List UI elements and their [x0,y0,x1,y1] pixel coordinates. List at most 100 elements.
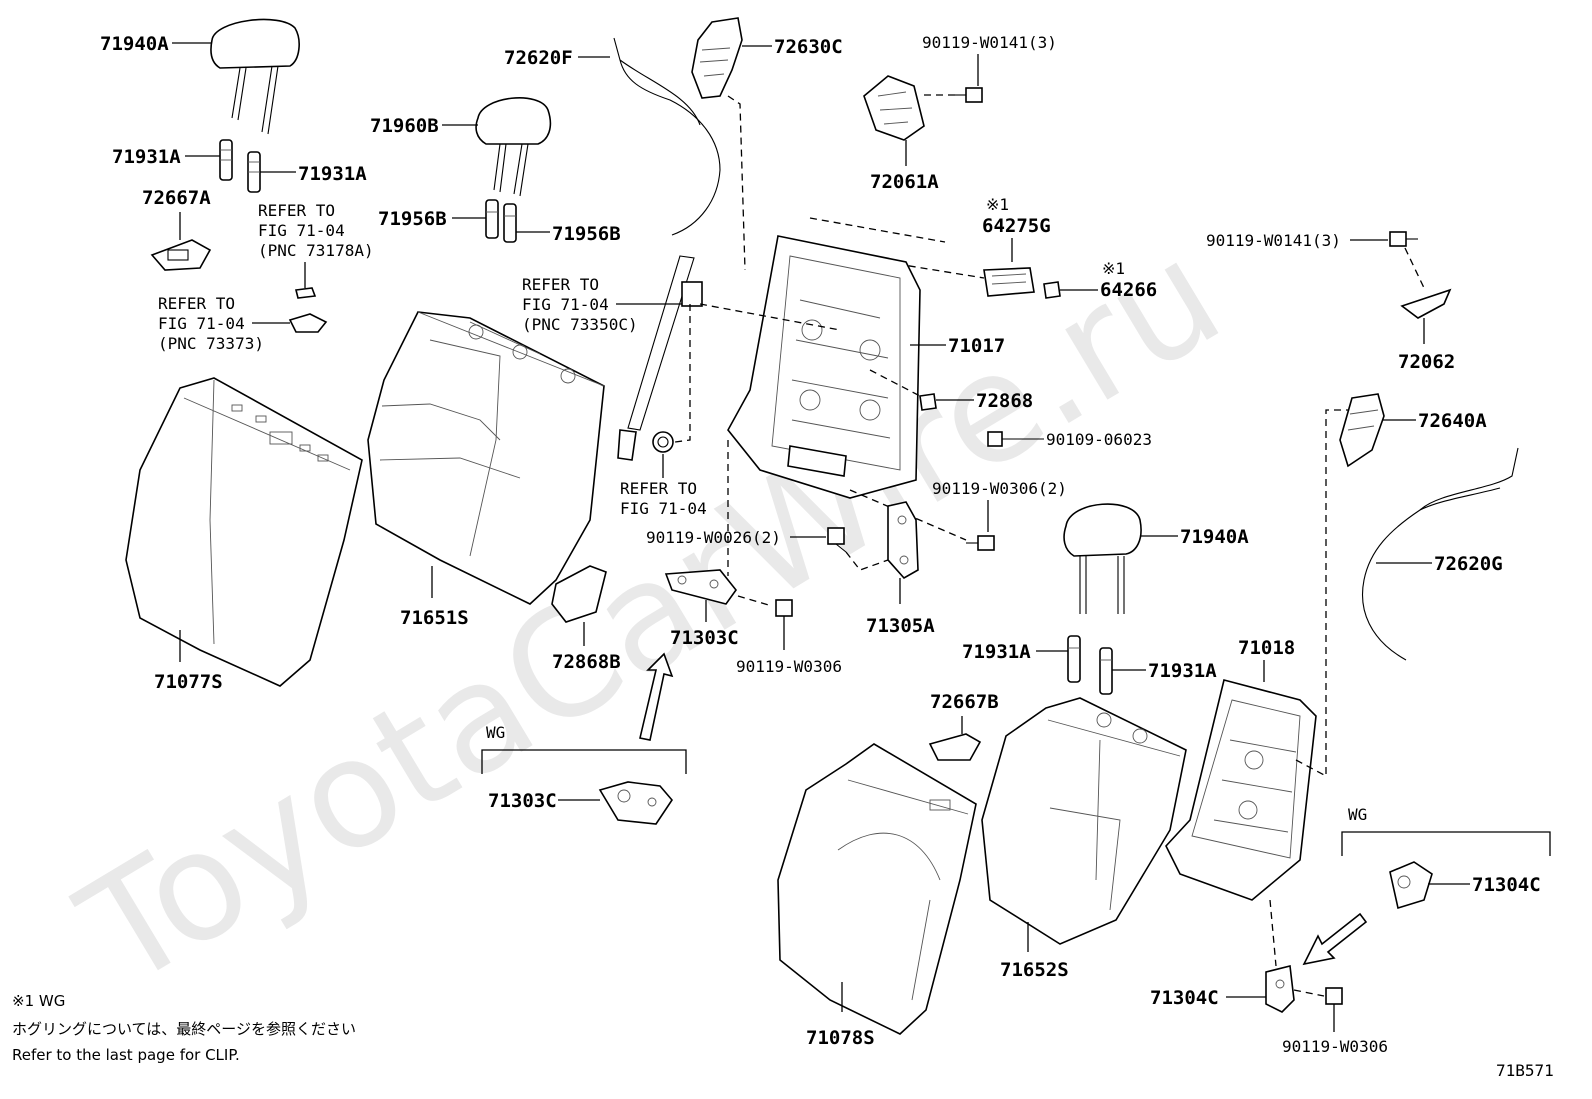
label-71304c-main: 71304C [1150,987,1219,1009]
nut-refer-4[interactable] [652,431,674,453]
headrest-71940a-top[interactable] [210,18,300,135]
refer-3-line3: (PNC 73350C) [522,315,638,334]
refer-1-line1: REFER TO [258,201,335,220]
bolt-90119-w0306-bottom[interactable] [1325,987,1343,1005]
label-72667b: 72667B [930,691,999,713]
label-71940a-right: 71940A [1180,526,1249,548]
label-71078s: 71078S [806,1027,875,1049]
label-64275g: 64275G [982,215,1051,237]
hinge-71303c-wg[interactable] [598,781,674,825]
bolt-90119-w0026-2[interactable] [827,527,847,553]
label-71931a-r1: 71931A [962,641,1031,663]
refer-4-line2: FIG 71-04 [620,499,707,518]
label-71931a-l1: 71931A [112,146,181,168]
label-71303c-wg: 71303C [488,790,557,812]
refer-2-line2: FIG 71-04 [158,314,245,333]
pad-71078s[interactable] [777,743,977,1035]
label-72620g: 72620G [1434,553,1503,575]
refer-4: REFER TO FIG 71-04 [620,479,707,518]
seatbelt-73350c[interactable] [617,255,703,461]
group-wg-right: WG [1348,805,1367,824]
label-71077s: 71077S [154,671,223,693]
clip-73373[interactable] [288,313,328,333]
bezel-72667a[interactable] [150,239,212,271]
label-64266: 64266 [1100,279,1157,301]
hinge-71303c[interactable] [664,569,738,605]
cover-71651s[interactable] [367,311,605,605]
refer-3: REFER TO FIG 71-04 (PNC 73350C) [522,275,638,334]
label-71305a: 71305A [866,615,935,637]
bolt-90119-w0141-right[interactable] [1389,231,1418,247]
cover-72868b[interactable] [551,565,607,623]
lock-72640a[interactable] [1339,393,1385,468]
bolt-90119-w0306-mid[interactable] [775,599,793,617]
label-72061a: 72061A [870,171,939,193]
label-72868b: 72868B [552,651,621,673]
cover-72868[interactable] [919,393,937,411]
label-90119-w0306-2: 90119-W0306(2) [932,479,1067,498]
footnote-line3: Refer to the last page for CLIP. [12,1046,240,1064]
hinge-71304c[interactable] [1265,965,1295,1013]
cable-72620g[interactable] [1361,447,1519,661]
clip-64266[interactable] [1043,281,1061,299]
group-wg-left-bracket [481,749,687,774]
bolt-90109-06023[interactable] [987,431,1044,447]
group-wg-left: WG [486,723,505,742]
label-71940a-top: 71940A [100,33,169,55]
clip-73178a[interactable] [295,287,317,299]
guide-71931a-left-pair[interactable] [219,139,261,193]
hinge-71304c-wg[interactable] [1389,861,1433,910]
refer-1-line3: (PNC 73178A) [258,241,374,260]
label-90119-w0306-mid: 90119-W0306 [736,657,842,676]
frame-71018[interactable] [1165,679,1317,901]
cover-71652s[interactable] [981,697,1187,945]
refer-1-line2: FIG 71-04 [258,221,345,240]
refer-3-line2: FIG 71-04 [522,295,609,314]
label-71017: 71017 [948,335,1005,357]
refer-3-line1: REFER TO [522,275,599,294]
label-72630c: 72630C [774,36,843,58]
label-72640a: 72640A [1418,410,1487,432]
footnote-line1: ※1 WG [12,992,65,1010]
label-71956b-2: 71956B [552,223,621,245]
label-71018: 71018 [1238,637,1295,659]
label-71931a-l2: 71931A [298,163,367,185]
refer-1: REFER TO FIG 71-04 (PNC 73178A) [258,201,374,260]
figure-code: 71B571 [1496,1061,1554,1080]
frame-71017[interactable] [727,235,921,499]
direction-arrow-down-left [1302,912,1368,966]
refer-2-line3: (PNC 73373) [158,334,264,353]
bezel-72667b[interactable] [928,733,982,761]
label-90109-06023: 90109-06023 [1046,430,1152,449]
label-71931a-r2: 71931A [1148,660,1217,682]
label-72868: 72868 [976,390,1033,412]
headrest-71940a-right[interactable] [1063,503,1142,614]
bolt-90119-w0306-2[interactable] [966,535,995,551]
label-90119-w0141-right: 90119-W0141(3) [1206,231,1341,250]
pad-72062[interactable] [1400,288,1452,319]
direction-arrow-up [639,652,674,741]
guide-71931a-right-pair[interactable] [1067,635,1113,695]
label-90119-w0026-2: 90119-W0026(2) [646,528,781,547]
label-71652s: 71652S [1000,959,1069,981]
label-72667a: 72667A [142,187,211,209]
label-72620f: 72620F [504,47,573,69]
bolt-90119-w0141-top[interactable] [955,87,983,103]
bracket-72061a[interactable] [863,75,925,141]
headrest-71960b[interactable] [475,97,552,197]
label-90119-w0306-bottom: 90119-W0306 [1282,1037,1388,1056]
label-71651s: 71651S [400,607,469,629]
label-90119-w0141-top: 90119-W0141(3) [922,33,1057,52]
label-71303c-main: 71303C [670,627,739,649]
label-71304c-wg: 71304C [1472,874,1541,896]
refer-2: REFER TO FIG 71-04 (PNC 73373) [158,294,264,353]
lock-72630c[interactable] [691,17,743,99]
mark-64266: ※1 [1102,259,1125,278]
cable-72620f[interactable] [613,37,721,236]
hook-64275g[interactable] [983,267,1035,297]
guide-71956b-pair[interactable] [485,199,517,243]
label-71960b: 71960B [370,115,439,137]
pad-71077s[interactable] [125,377,363,687]
refer-2-line1: REFER TO [158,294,235,313]
